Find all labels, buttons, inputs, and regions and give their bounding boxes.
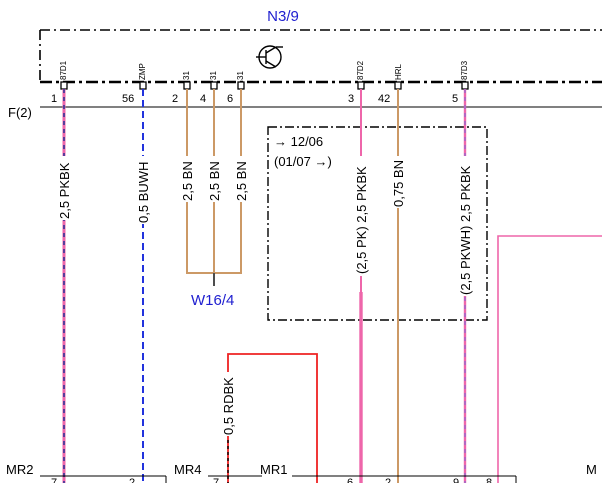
wire-label-3: 2,5 BN — [180, 161, 195, 201]
svg-text:7: 7 — [51, 477, 57, 483]
pin-num-1: 1 — [51, 93, 57, 105]
connector-m: M — [586, 462, 597, 477]
svg-text:8: 8 — [486, 477, 492, 483]
svg-text:9: 9 — [453, 477, 459, 483]
wire-label-9: 0,5 RDBK — [221, 377, 236, 435]
pin-num-56: 56 — [122, 93, 134, 105]
wire-label-5: 2,5 BN — [234, 161, 249, 201]
pin-num-5: 5 — [452, 93, 458, 105]
wire-label-1: 2,5 PKBK — [57, 162, 72, 219]
bottom-connector-lines — [40, 475, 517, 483]
pin-id-31-a: 31 — [182, 71, 191, 80]
wire-labels: 2,5 PKBK 0,5 BUWH 2,5 BN 2,5 BN 2,5 BN (… — [56, 156, 473, 436]
pin-num-42: 42 — [378, 93, 390, 105]
ground-label: W16/4 — [191, 292, 234, 309]
component-frame — [39, 29, 602, 82]
variant-line-1: → 12/06 — [274, 134, 323, 149]
bus-label: F(2) — [8, 105, 32, 120]
wire-label-2: 0,5 BUWH — [136, 162, 151, 223]
svg-text:7: 7 — [213, 477, 219, 483]
wire-pink-right — [497, 235, 602, 483]
pin-id-zmp: ZMP — [138, 63, 147, 80]
pin-id-31-b: 31 — [209, 71, 218, 80]
pin-id-87d2: 87D2 — [356, 60, 365, 80]
pin-id-labels: 87D1 ZMP 31 31 31 87D2 HRL 87D3 — [59, 60, 469, 80]
pin-num-3: 3 — [348, 93, 354, 105]
svg-text:2: 2 — [129, 477, 135, 483]
svg-text:2: 2 — [385, 477, 391, 483]
pin-id-hrl: HRL — [394, 63, 403, 80]
bottom-pin-numbers: 7 2 7 6 2 9 8 — [51, 477, 492, 483]
pin-id-87d3: 87D3 — [460, 60, 469, 80]
connector-mr1: MR1 — [260, 462, 287, 477]
variant-line-2: (01/07 →) — [274, 154, 332, 169]
variant-box — [267, 126, 488, 321]
pin-id-31-c: 31 — [236, 71, 245, 80]
connector-mr4: MR4 — [174, 462, 201, 477]
pin-num-2: 2 — [172, 93, 178, 105]
wire-label-8: (2,5 PKWH) 2,5 PKBK — [458, 165, 473, 295]
wire-label-4: 2,5 BN — [207, 161, 222, 201]
svg-text:6: 6 — [347, 477, 353, 483]
connector-mr2: MR2 — [6, 462, 33, 477]
pin-num-4: 4 — [200, 93, 206, 105]
wire-label-7: 0,75 BN — [391, 160, 406, 207]
pin-num-6: 6 — [227, 93, 233, 105]
transistor-icon — [256, 45, 283, 69]
pin-numbers: 1 56 2 4 6 3 42 5 — [51, 93, 458, 105]
pin-id-87d1: 87D1 — [59, 60, 68, 80]
wire-label-6: (2,5 PK) 2,5 PKBK — [354, 166, 369, 274]
component-name: N3/9 — [267, 8, 299, 25]
